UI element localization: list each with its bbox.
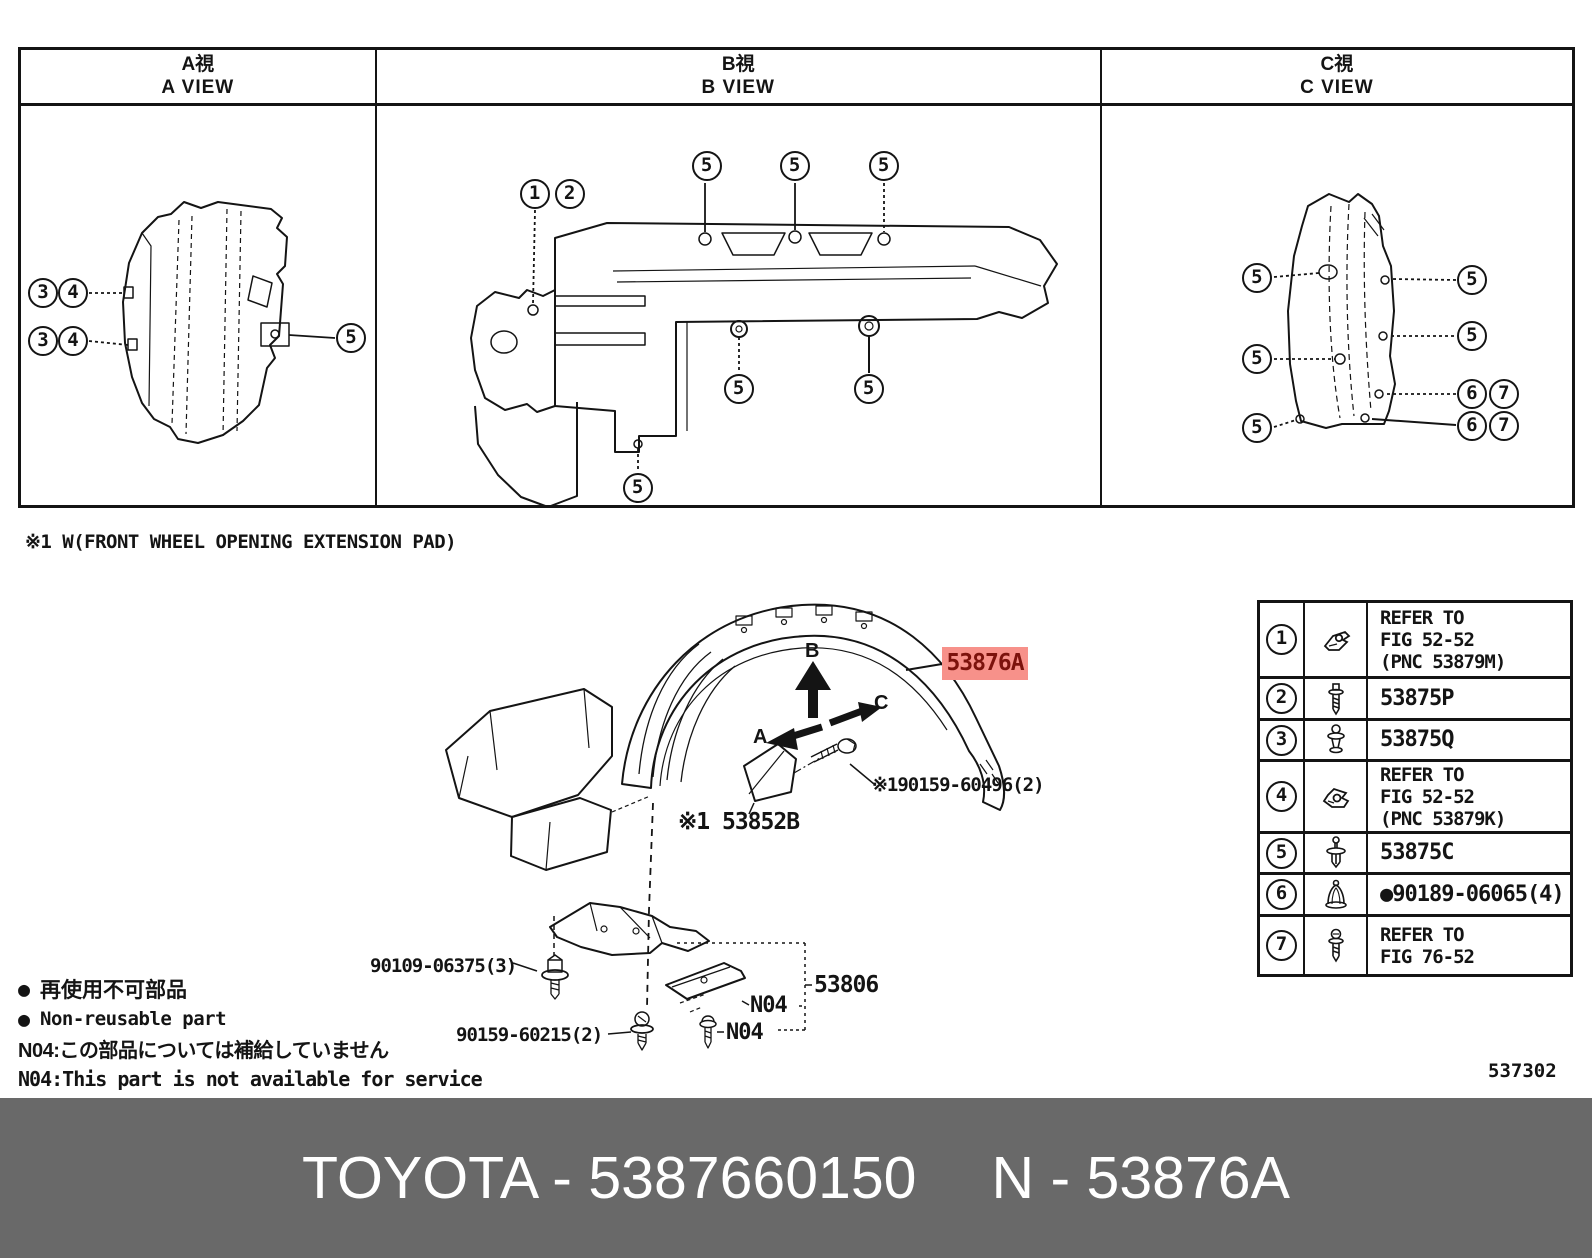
wheel-pad-note: ※1 W(FRONT WHEEL OPENING EXTENSION PAD): [25, 531, 457, 553]
callout-3: 3: [28, 326, 58, 356]
bolt-part-label: 90109-06375(3): [370, 955, 517, 977]
view-b-body: 1 2 5 5 5 5 5 5: [377, 106, 1100, 508]
view-a-title-en: A VIEW: [161, 77, 235, 98]
screw-icon: [1305, 917, 1368, 974]
legend-n04-jp: N04:この部品については補給していません: [18, 1040, 389, 1062]
fender-liner-drawing: [445, 603, 1005, 1051]
callout-6: 6: [1456, 411, 1487, 441]
view-a-title-jp: A視: [181, 54, 215, 75]
grommet-icon: [1305, 875, 1368, 914]
banner-part-code: N - 53876A: [991, 1145, 1290, 1211]
hardware-row-1: 1 REFER TO FIG 52-52 (PNC 53879M): [1260, 603, 1570, 676]
hardware-ref-5: 53875C: [1380, 840, 1454, 865]
screw-part-label: ※190159-60496(2): [872, 774, 1045, 796]
main-diagram: 53876A B A C ※190159-60496(2) ※1 53852B …: [350, 560, 1110, 1070]
direction-b-label: B: [805, 640, 820, 662]
callout-1: 1: [519, 179, 550, 209]
callout-5: 5: [1241, 413, 1272, 443]
hardware-ref-2: 53875P: [1380, 685, 1454, 711]
legend-nonreusable-en-text: Non-reusable part: [40, 1008, 227, 1030]
callout-4: 4: [58, 278, 88, 308]
legend-nonreusable-jp-text: 再使用不可部品: [40, 979, 188, 1002]
callout-5: 5: [868, 151, 899, 181]
callout-5: 5: [691, 151, 722, 181]
hardware-row-4: 4 REFER TO FIG 52-52 (PNC 53879K): [1260, 759, 1570, 831]
view-b-title-en: B VIEW: [701, 77, 775, 98]
hardware-callout-6: 6: [1266, 879, 1297, 910]
banner-part-number: TOYOTA - 5387660150: [302, 1145, 917, 1211]
clip-rivet-icon: [1305, 834, 1368, 872]
view-a-header: A視 A VIEW: [21, 50, 375, 106]
direction-a-label: A: [753, 726, 768, 748]
callout-5: 5: [336, 323, 366, 353]
legend-nonreusable-jp: ● 再使用不可部品: [18, 974, 482, 1004]
hardware-row-2: 2 53875P: [1260, 676, 1570, 718]
hardware-table: 1 REFER TO FIG 52-52 (PNC 53879M) 2 5387…: [1257, 600, 1573, 977]
n04-lower-label: N04: [726, 1020, 764, 1045]
callout-4: 4: [58, 326, 88, 356]
screw2-part-label: 90159-60215(2): [456, 1024, 603, 1046]
callout-2: 2: [554, 179, 585, 209]
hardware-row-5: 5 53875C: [1260, 831, 1570, 872]
clip-nut-icon: [1305, 762, 1368, 831]
assembly-part-label: 53806: [814, 972, 879, 998]
callout-7: 7: [1488, 379, 1519, 409]
hardware-row-7: 7 REFER TO FIG 76-52: [1260, 914, 1570, 974]
views-table: A視 A VIEW: [18, 47, 1575, 508]
n04-upper-label: N04: [750, 993, 788, 1018]
hardware-callout-5: 5: [1266, 837, 1297, 869]
view-c-title-en: C VIEW: [1300, 77, 1374, 98]
view-b-header: B視 B VIEW: [376, 50, 1100, 106]
callout-5: 5: [1456, 265, 1487, 295]
hardware-callout-7: 7: [1266, 930, 1297, 961]
clip-nut-icon: [1305, 603, 1368, 676]
hardware-row-6: 6 ●90189-06065(4): [1260, 872, 1570, 914]
hardware-callout-2: 2: [1266, 683, 1297, 714]
hardware-ref-4: REFER TO FIG 52-52 (PNC 53879K): [1380, 763, 1506, 830]
pad-part-label: ※1 53852B: [678, 809, 800, 835]
hardware-ref-6: ●90189-06065(4): [1380, 881, 1565, 907]
callout-3: 3: [28, 278, 58, 308]
view-c-title-jp: C視: [1320, 54, 1354, 75]
figure-number: 537302: [1488, 1060, 1557, 1082]
view-column-a: A視 A VIEW: [21, 50, 377, 505]
non-reusable-bullet-icon: ●: [18, 977, 31, 1001]
legend-nonreusable-en: ● Non-reusable part: [18, 1008, 482, 1030]
hardware-callout-1: 1: [1266, 624, 1297, 655]
legend-n04-en: N04:This part is not available for servi…: [18, 1067, 483, 1091]
b-view-drawing: [469, 183, 1058, 508]
footer-banner: TOYOTA - 5387660150 N - 53876A: [0, 1098, 1592, 1258]
hardware-ref-1: REFER TO FIG 52-52 (PNC 53879M): [1380, 606, 1506, 673]
hardware-ref-7: REFER TO FIG 76-52: [1380, 923, 1475, 968]
view-a-body: 3 4 3 4 5: [21, 106, 375, 506]
callout-5: 5: [622, 473, 653, 503]
callout-7: 7: [1488, 411, 1519, 441]
view-b-title-jp: B視: [721, 54, 755, 75]
screw-grommet-icon: [1305, 721, 1368, 759]
screw-icon: [1305, 679, 1368, 718]
direction-c-label: C: [874, 692, 889, 714]
callout-5: 5: [853, 374, 884, 404]
a-view-drawing: [88, 201, 336, 444]
callout-5: 5: [1241, 263, 1272, 293]
hardware-row-3: 3 53875Q: [1260, 718, 1570, 759]
non-reusable-bullet-icon: ●: [18, 1007, 31, 1031]
hardware-callout-3: 3: [1266, 724, 1297, 756]
hardware-callout-4: 4: [1266, 781, 1297, 812]
callout-5: 5: [779, 151, 810, 181]
hardware-ref-3: 53875Q: [1380, 727, 1454, 752]
view-column-c: C視 C VIEW: [1101, 50, 1572, 506]
view-column-b: B視 B VIEW: [376, 50, 1102, 508]
callout-5: 5: [1456, 321, 1487, 351]
highlighted-part-number[interactable]: 53876A: [942, 647, 1028, 680]
c-view-drawing: [1273, 193, 1456, 429]
view-c-header: C視 C VIEW: [1101, 50, 1572, 106]
callout-5: 5: [723, 374, 754, 404]
callout-5: 5: [1241, 344, 1272, 374]
callout-6: 6: [1456, 379, 1487, 409]
view-c-body: 5 5 5 5 5 6 7 6 7: [1102, 106, 1572, 506]
legend: ● 再使用不可部品 ● Non-reusable part N04:この部品につ…: [18, 974, 483, 1095]
